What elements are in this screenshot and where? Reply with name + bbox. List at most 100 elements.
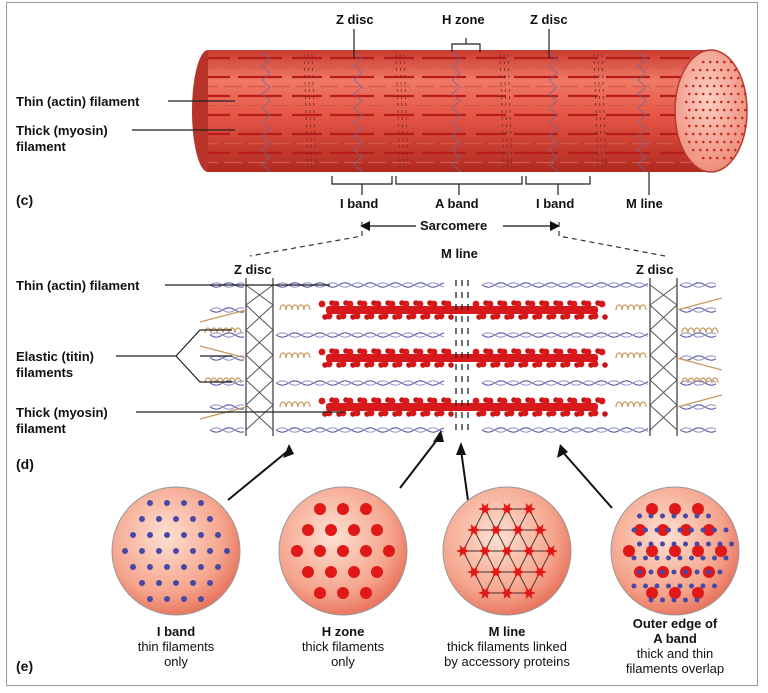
thin-filament-dot — [130, 532, 136, 538]
myosin-head — [570, 348, 578, 356]
myosin-head — [360, 300, 368, 308]
cross-section-dot — [733, 100, 737, 104]
actin-strand — [209, 282, 245, 288]
m-line-d — [455, 280, 469, 436]
myosin-head — [367, 312, 375, 320]
caption-a-band-edge-title: Outer edge of — [632, 616, 718, 631]
panel-c-label: (c) — [16, 192, 34, 208]
thin-filament-dot — [181, 500, 187, 506]
cross-section-dot — [691, 116, 695, 120]
titin-end — [676, 394, 723, 408]
myosin-head — [591, 409, 599, 417]
myosin-head — [409, 409, 417, 417]
thin-filament-dot — [637, 569, 642, 575]
myosin-head — [339, 312, 347, 320]
thin-filament-dot — [198, 564, 204, 570]
thick-filament-dot — [680, 524, 692, 536]
cross-section-dot — [722, 156, 726, 160]
titin-coil — [681, 377, 719, 384]
thick-filament-dot — [692, 587, 704, 599]
thick-filaments — [318, 300, 608, 417]
actin-strand — [209, 332, 245, 338]
myosin-head — [448, 411, 454, 417]
cylinder-body — [208, 50, 708, 172]
thin-filament-label-c: Thin (actin) filament — [16, 94, 140, 109]
thin-filament-dot — [694, 541, 700, 547]
titin-end — [199, 309, 247, 323]
cross-section-dot — [729, 156, 733, 160]
actin-strand — [679, 380, 717, 386]
myosin-head — [339, 409, 347, 417]
cross-section-dot — [701, 92, 705, 96]
thin-filament-dot — [156, 548, 162, 554]
myosin-head — [444, 397, 452, 405]
thin-filament-dot — [700, 527, 706, 533]
thin-filament-dot — [666, 583, 671, 589]
projection-lines — [249, 222, 666, 257]
actin-strand — [679, 332, 717, 338]
thick-filament-star — [478, 586, 492, 600]
thin-filament-dot — [654, 527, 660, 533]
myosin-head — [542, 397, 550, 405]
myosin-head — [486, 348, 494, 356]
cross-section-dot — [687, 92, 691, 96]
myosin-head — [500, 348, 508, 356]
myosin-head — [409, 360, 417, 368]
myosin-head — [437, 360, 445, 368]
thin-filament-dot — [717, 541, 723, 547]
cross-section-dot — [701, 124, 705, 128]
cross-section-dot — [722, 76, 726, 80]
thin-filament-dot — [706, 541, 711, 547]
myosin-head — [416, 300, 424, 308]
thick-filament-dot — [314, 503, 326, 515]
myosin-head — [388, 300, 396, 308]
thin-filament-dot — [706, 513, 711, 519]
thin-filament-dot — [147, 532, 153, 538]
cross-section-dot — [701, 60, 705, 64]
actin-strand — [209, 427, 245, 433]
thick-filament-star — [489, 523, 503, 537]
myosin-head — [514, 397, 522, 405]
myosin-head — [353, 409, 361, 417]
cross-section-dot — [733, 68, 737, 72]
cross-section-dot — [729, 92, 733, 96]
cross-section-dot — [694, 124, 698, 128]
cylinder-band-line — [507, 53, 513, 169]
cylinder-z-pattern — [637, 51, 647, 172]
cross-section-dot — [715, 108, 719, 112]
thick-filament-star — [522, 586, 536, 600]
actin-strand — [679, 282, 717, 288]
myosin-head — [388, 397, 396, 405]
actin-strand — [209, 332, 245, 338]
myosin-head — [448, 362, 454, 368]
cross-section-dot — [712, 84, 716, 88]
thin-filament-dot — [723, 527, 729, 533]
thick-filament-dot — [646, 545, 658, 557]
myosin-head — [521, 312, 529, 320]
myosin-head — [507, 312, 515, 320]
cross-section-circles — [111, 486, 740, 616]
titin-end — [676, 357, 723, 371]
thick-filament-dot — [314, 587, 326, 599]
myosin-head — [563, 409, 571, 417]
myosin-head — [402, 397, 410, 405]
thick-filament-star — [511, 565, 525, 579]
myosin-head — [325, 360, 333, 368]
actin-strand — [679, 307, 717, 313]
thin-filament-dot — [631, 555, 637, 561]
actin-strand — [679, 427, 717, 433]
cross-section-dot — [708, 156, 712, 160]
sarcomere-label: Sarcomere — [420, 218, 488, 233]
thin-filament-dot — [648, 513, 654, 519]
myosin-head — [500, 397, 508, 405]
thin-filament-dot — [181, 596, 187, 602]
actin-strand — [679, 355, 717, 361]
myosin-head — [437, 409, 445, 417]
cross-section-dot — [705, 148, 709, 152]
panel-e-label: (e) — [16, 658, 34, 674]
cylinder-band-line — [503, 53, 509, 169]
myosin-head — [367, 409, 375, 417]
thick-filament-star — [544, 544, 558, 558]
titin-end — [199, 345, 247, 359]
